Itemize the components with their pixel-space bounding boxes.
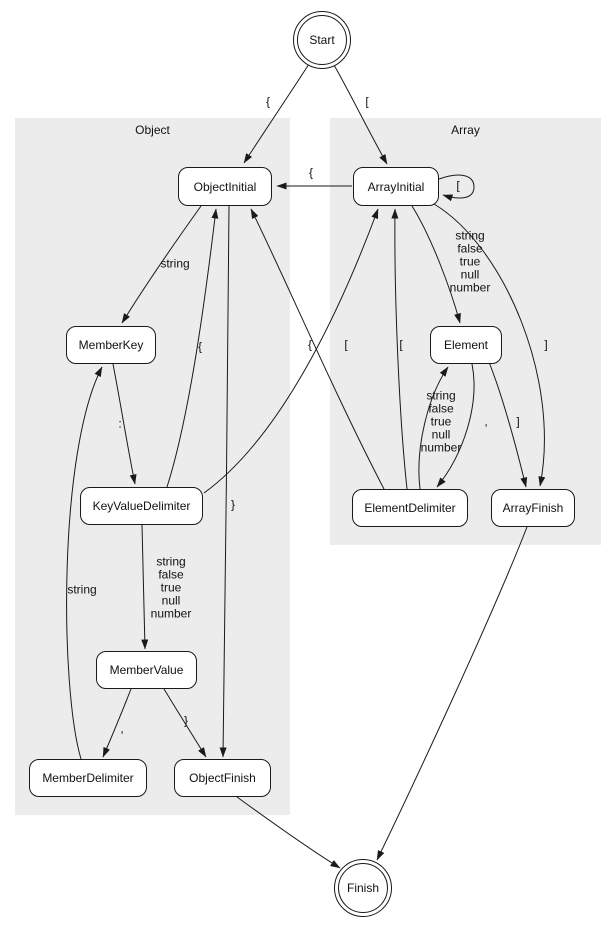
edge-arrayinitial-to-arrayfinish bbox=[433, 203, 546, 487]
node-finish-label: Finish bbox=[346, 881, 379, 895]
node-object-finish-label: ObjectFinish bbox=[189, 771, 256, 785]
edge-label-keyvaluedelimiter-arrayinitial: [ bbox=[344, 337, 348, 352]
edge-label-keyvaluedelimiter-objectinitial: { bbox=[197, 339, 203, 354]
node-start: Start bbox=[293, 11, 351, 69]
node-array-finish: ArrayFinish bbox=[491, 489, 575, 527]
node-key-value-delimiter-label: KeyValueDelimiter bbox=[92, 499, 191, 513]
node-element-label: Element bbox=[443, 338, 489, 352]
edge-label-arrayinitial-self: [ bbox=[456, 178, 460, 193]
edge-keyvaluedelimiter-to-membervalue bbox=[141, 524, 149, 650]
edge-keyvaluedelimiter-to-arrayinitial bbox=[203, 208, 379, 494]
node-member-value-label: MemberValue bbox=[109, 663, 184, 677]
finish-inner-ring: Finish bbox=[338, 863, 388, 913]
edge-memberdelimiter-to-memberkey bbox=[66, 366, 103, 760]
edge-objectfinish-to-finish bbox=[236, 796, 341, 869]
edge-label-keyvaluedelimiter-membervalue: string false true null number bbox=[150, 554, 192, 621]
edge-label-start-arrayinitial: [ bbox=[365, 94, 369, 109]
node-member-delimiter-label: MemberDelimiter bbox=[42, 771, 134, 785]
edge-label-elementdelimiter-objectinitial: { bbox=[307, 337, 313, 352]
cluster-object bbox=[15, 118, 290, 815]
edge-label-objectinitial-memberkey: string bbox=[160, 256, 190, 271]
edge-arrayinitial-self-loop bbox=[438, 174, 475, 202]
cluster-array-label: Array bbox=[451, 123, 480, 137]
node-object-finish: ObjectFinish bbox=[174, 759, 271, 797]
edge-start-to-objectinitial bbox=[243, 63, 310, 164]
edge-label-arrayinitial-objectinitial: { bbox=[308, 165, 314, 180]
edge-keyvaluedelimiter-to-objectinitial bbox=[166, 208, 219, 488]
edge-label-elementdelimiter-element: string false true null number bbox=[420, 388, 462, 455]
edge-label-membervalue-memberdelimiter: , bbox=[120, 721, 124, 736]
edge-elementdelimiter-to-element bbox=[418, 366, 449, 490]
edge-arrayinitial-to-element bbox=[411, 205, 461, 324]
start-inner-ring: Start bbox=[297, 15, 347, 65]
node-finish: Finish bbox=[334, 859, 392, 917]
edge-memberkey-to-keyvaluedelimiter bbox=[112, 363, 137, 485]
edge-objectinitial-to-objectfinish bbox=[219, 205, 230, 758]
edge-label-arrayinitial-arrayfinish: ] bbox=[544, 337, 548, 352]
edge-objectinitial-to-memberkey bbox=[121, 205, 202, 324]
edge-label-element-elementdelimiter: , bbox=[484, 414, 488, 429]
cluster-object-label: Object bbox=[135, 123, 170, 137]
node-array-initial-label: ArrayInitial bbox=[367, 179, 425, 194]
node-array-finish-label: ArrayFinish bbox=[502, 501, 564, 515]
edge-label-elementdelimiter-arrayinitial: [ bbox=[399, 337, 403, 352]
edge-label-start-objectinitial: { bbox=[265, 94, 271, 109]
edge-label-arrayinitial-element: string false true null number bbox=[449, 228, 491, 295]
edge-label-objectinitial-objectfinish: } bbox=[230, 497, 236, 512]
node-object-initial: ObjectInitial bbox=[178, 167, 272, 206]
node-object-initial-label: ObjectInitial bbox=[193, 179, 257, 194]
node-element: Element bbox=[430, 326, 502, 364]
edge-label-membervalue-objectfinish: } bbox=[183, 713, 189, 728]
edge-element-to-elementdelimiter bbox=[436, 363, 475, 488]
node-member-value: MemberValue bbox=[96, 651, 197, 689]
edge-start-to-arrayinitial bbox=[333, 64, 388, 165]
edge-membervalue-to-memberdelimiter bbox=[102, 688, 132, 758]
edge-elementdelimiter-to-objectinitial bbox=[250, 208, 385, 490]
edge-label-memberdelimiter-memberkey: string bbox=[67, 582, 97, 597]
node-member-key: MemberKey bbox=[66, 326, 156, 364]
edge-membervalue-to-objectfinish bbox=[163, 688, 207, 758]
edge-label-element-arrayfinish: ] bbox=[516, 414, 520, 429]
node-start-label: Start bbox=[309, 33, 335, 47]
edge-arrayfinish-to-finish bbox=[376, 526, 528, 861]
node-member-delimiter: MemberDelimiter bbox=[29, 759, 147, 797]
edge-label-memberkey-keyvaluedelimiter: : bbox=[118, 416, 122, 431]
edge-element-to-arrayfinish bbox=[488, 361, 528, 488]
node-element-delimiter-label: ElementDelimiter bbox=[364, 501, 456, 515]
node-element-delimiter: ElementDelimiter bbox=[352, 489, 468, 527]
node-member-key-label: MemberKey bbox=[78, 338, 144, 352]
node-key-value-delimiter: KeyValueDelimiter bbox=[80, 487, 203, 525]
edge-elementdelimiter-to-arrayinitial bbox=[391, 208, 408, 490]
node-array-initial: ArrayInitial bbox=[353, 167, 439, 206]
